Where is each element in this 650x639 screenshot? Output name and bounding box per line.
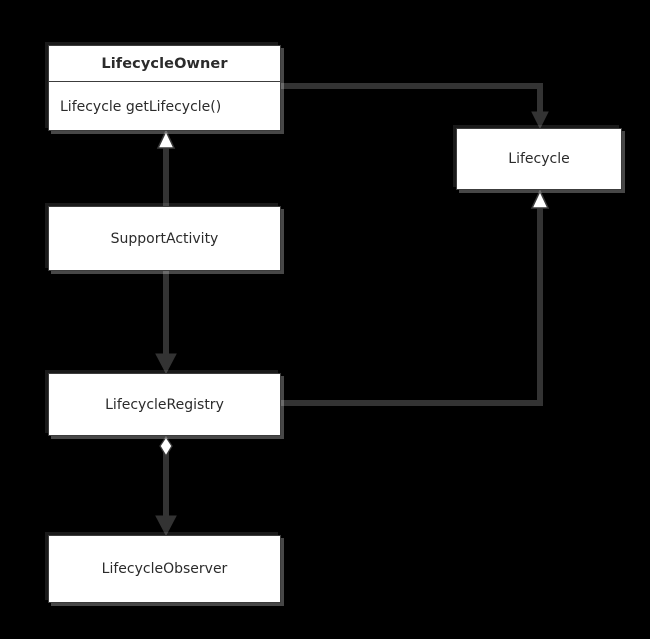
edge-supportactivity-implements-lifecycleowner[interactable] xyxy=(156,129,176,206)
uml-class-lifecycle-title: Lifecycle xyxy=(508,151,570,167)
uml-class-lifecycle[interactable]: Lifecycle xyxy=(456,128,622,190)
edge-supportactivity-uses-lifecycleregistry[interactable] xyxy=(155,271,177,375)
uml-class-lifecycle-owner-title: LifecycleOwner xyxy=(49,46,280,82)
uml-class-lifecycle-registry[interactable]: LifecycleRegistry xyxy=(48,373,281,436)
uml-class-support-activity[interactable]: SupportActivity xyxy=(48,206,281,271)
uml-class-lifecycle-observer-title: LifecycleObserver xyxy=(101,561,228,577)
uml-class-lifecycle-registry-title: LifecycleRegistry xyxy=(105,396,224,413)
edge-lifecycleregistry-implements-lifecycle[interactable] xyxy=(281,189,550,406)
edge-lifecycleowner-returns-lifecycle[interactable] xyxy=(281,83,549,130)
uml-class-lifecycle-owner-method-0: Lifecycle getLifecycle() xyxy=(60,98,222,115)
edge-lifecycleregistry-aggregates-lifecycleobserver[interactable] xyxy=(155,435,177,537)
uml-class-lifecycle-observer[interactable]: LifecycleObserver xyxy=(48,535,281,603)
uml-class-lifecycle-owner[interactable]: LifecycleOwner Lifecycle getLifecycle() xyxy=(48,45,281,131)
uml-class-support-activity-title: SupportActivity xyxy=(110,230,219,247)
